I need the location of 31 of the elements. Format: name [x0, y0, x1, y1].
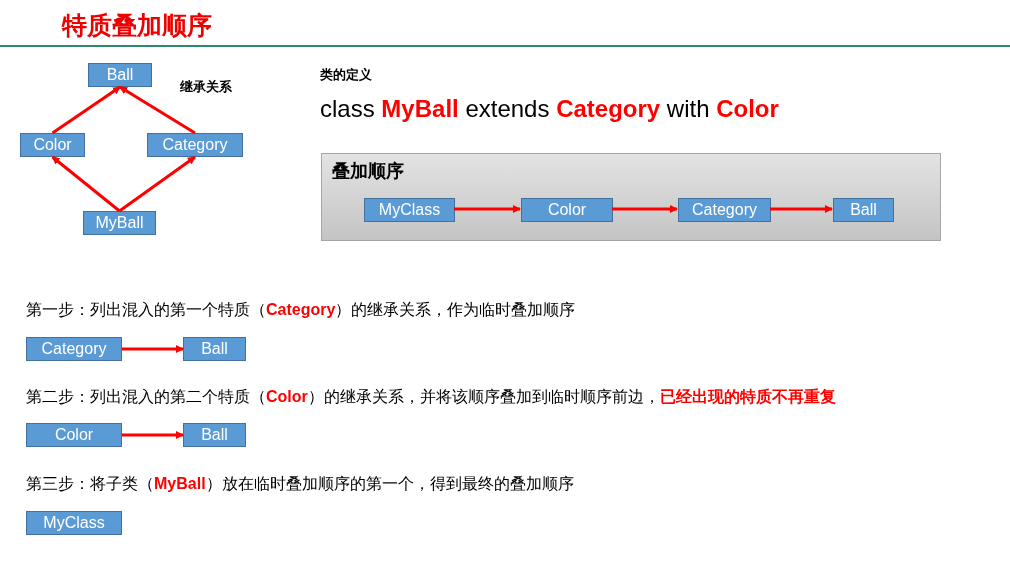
arrow	[51, 85, 121, 135]
order-panel	[321, 153, 941, 241]
class-box: Ball	[88, 63, 152, 87]
class-box: Category	[147, 133, 243, 157]
code-line: class MyBall extends Category with Color	[320, 95, 779, 123]
class-box: Ball	[183, 423, 246, 447]
class-box: Ball	[833, 198, 894, 222]
class-box: Color	[521, 198, 613, 222]
class-box: MyBall	[83, 211, 156, 235]
class-box: Category	[26, 337, 122, 361]
page-title: 特质叠加顺序	[62, 10, 212, 41]
arrow	[770, 205, 833, 213]
step-text: 第三步：将子类（MyBall）放在临时叠加顺序的第一个，得到最终的叠加顺序	[26, 474, 574, 494]
diagram-label: 继承关系	[180, 78, 232, 96]
arrow	[119, 85, 196, 135]
arrow	[122, 431, 184, 439]
arrow	[612, 205, 678, 213]
class-box: Category	[678, 198, 771, 222]
section-label: 类的定义	[320, 66, 372, 84]
class-box: MyClass	[26, 511, 122, 535]
arrow	[118, 155, 196, 213]
step-text: 第二步：列出混入的第二个特质（Color）的继承关系，并将该顺序叠加到临时顺序前边，已经出现的特质不再重复	[26, 387, 836, 407]
arrow	[454, 205, 521, 213]
class-box: Ball	[183, 337, 246, 361]
step-text: 第一步：列出混入的第一个特质（Category）的继承关系，作为临时叠加顺序	[26, 300, 576, 320]
class-box: Color	[20, 133, 85, 157]
arrow	[122, 345, 184, 353]
panel-heading: 叠加顺序	[332, 160, 404, 183]
arrow	[51, 155, 121, 213]
class-box: Color	[26, 423, 122, 447]
class-box: MyClass	[364, 198, 455, 222]
